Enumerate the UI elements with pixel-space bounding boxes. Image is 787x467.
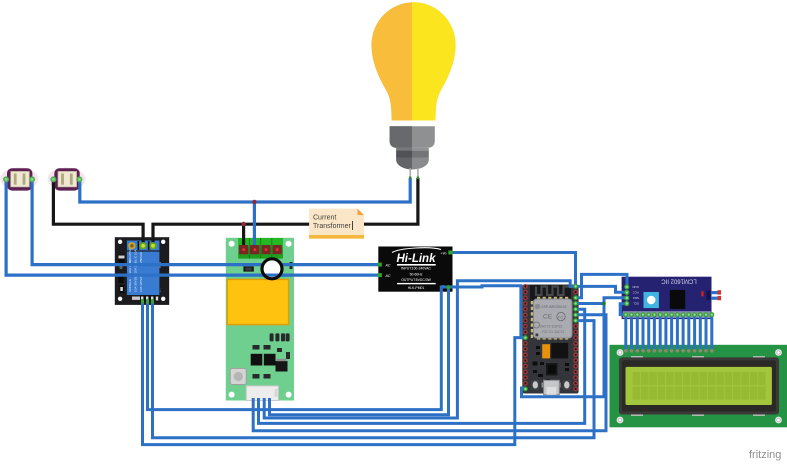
svg-text:VCC: VCC: [632, 290, 639, 294]
svg-text:ESP-WROOM-32: ESP-WROOM-32: [542, 305, 567, 309]
svg-text:50-60Hz: 50-60Hz: [410, 272, 423, 276]
svg-text:SL-C 10A: SL-C 10A: [134, 249, 138, 263]
svg-text:GND: GND: [632, 285, 640, 289]
svg-text:OUTPUT:5VDC/3W: OUTPUT:5VDC/3W: [401, 278, 431, 282]
svg-text:Transformer: Transformer: [313, 223, 352, 230]
svg-text:fritzing: fritzing: [749, 449, 781, 461]
svg-text:10A 125V: 10A 125V: [128, 259, 132, 273]
svg-text:FCC ID: 2AC7Z: FCC ID: 2AC7Z: [542, 330, 564, 334]
svg-text:250VAC: 250VAC: [139, 251, 143, 263]
svg-text:+Vo: +Vo: [441, 252, 447, 256]
svg-text:10A 28V: 10A 28V: [134, 261, 138, 274]
svg-text:CE: CE: [543, 314, 553, 321]
svg-text:FC: FC: [558, 315, 563, 320]
svg-text:SONGLE: SONGLE: [128, 279, 132, 292]
svg-text:LCM1602 IIC: LCM1602 IIC: [661, 278, 697, 284]
svg-text:Hi-Link: Hi-Link: [397, 253, 437, 265]
svg-text:HLK-PM01: HLK-PM01: [408, 286, 425, 290]
svg-text:SDA: SDA: [633, 296, 639, 300]
svg-text:2AC7Z-ESP32: 2AC7Z-ESP32: [540, 325, 562, 329]
svg-text:AC: AC: [385, 274, 391, 278]
svg-text:INPUT:100-240VAC: INPUT:100-240VAC: [401, 267, 431, 271]
svg-text:AC: AC: [385, 264, 391, 268]
svg-text:SCL: SCL: [633, 301, 639, 305]
svg-text:10A 30VDC: 10A 30VDC: [134, 275, 138, 292]
svg-text:Current: Current: [313, 215, 336, 222]
svg-text:+ -: + -: [158, 289, 162, 292]
